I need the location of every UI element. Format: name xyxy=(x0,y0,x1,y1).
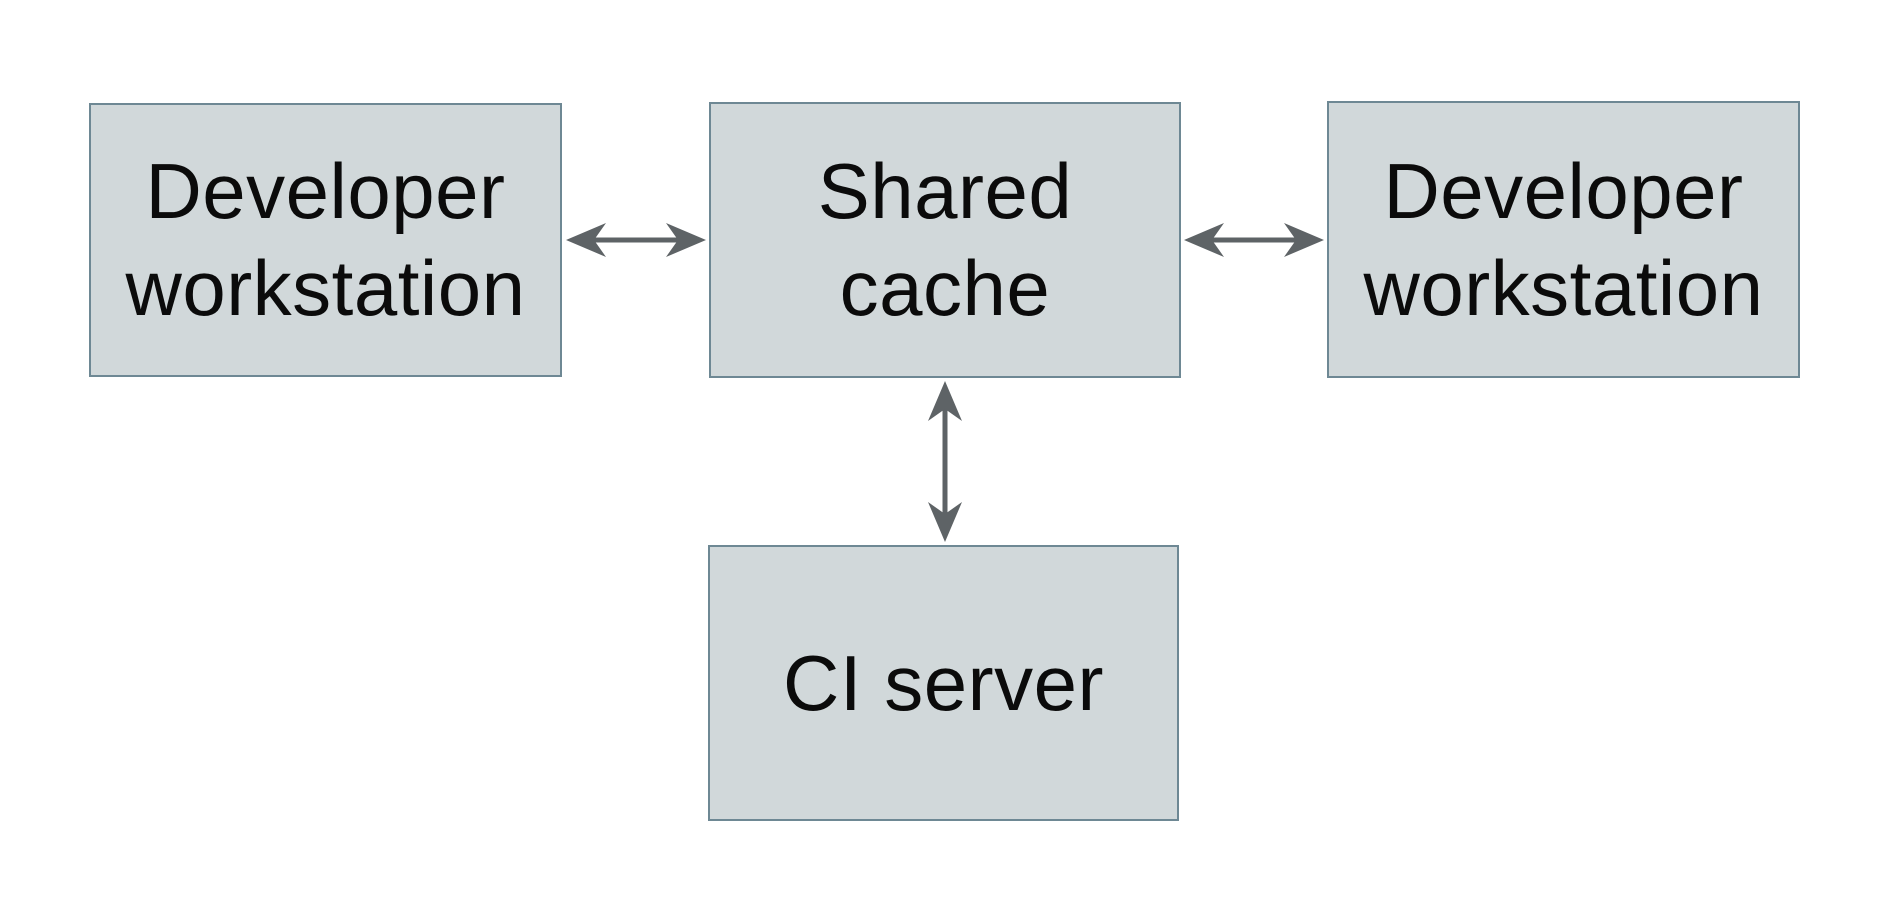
node-shared-cache: Shared cache xyxy=(709,102,1181,378)
bidirectional-arrow-left-workstation-cache xyxy=(566,223,706,257)
arrowhead-down-icon xyxy=(928,502,962,542)
node-developer-workstation-left: Developer workstation xyxy=(89,103,562,377)
node-label-line: workstation xyxy=(1363,243,1764,332)
bidirectional-arrow-cache-right-workstation xyxy=(1184,223,1324,257)
arrowhead-left-icon xyxy=(1184,223,1224,257)
node-label-line: workstation xyxy=(125,244,526,332)
bidirectional-arrow-cache-ci-server xyxy=(928,381,962,542)
arrowhead-left-icon xyxy=(566,223,606,257)
node-ci-server: CI server xyxy=(708,545,1179,821)
node-label-line: Developer xyxy=(1383,146,1744,235)
node-label-line: Shared xyxy=(817,147,1073,235)
node-developer-workstation-right: Developer workstation xyxy=(1327,101,1800,378)
node-label-line: cache xyxy=(839,244,1051,332)
arrowhead-right-icon xyxy=(1284,223,1324,257)
arrowhead-up-icon xyxy=(928,381,962,421)
node-label-line: Developer xyxy=(145,147,506,235)
node-label-line: CI server xyxy=(783,638,1104,727)
arrowhead-right-icon xyxy=(666,223,706,257)
